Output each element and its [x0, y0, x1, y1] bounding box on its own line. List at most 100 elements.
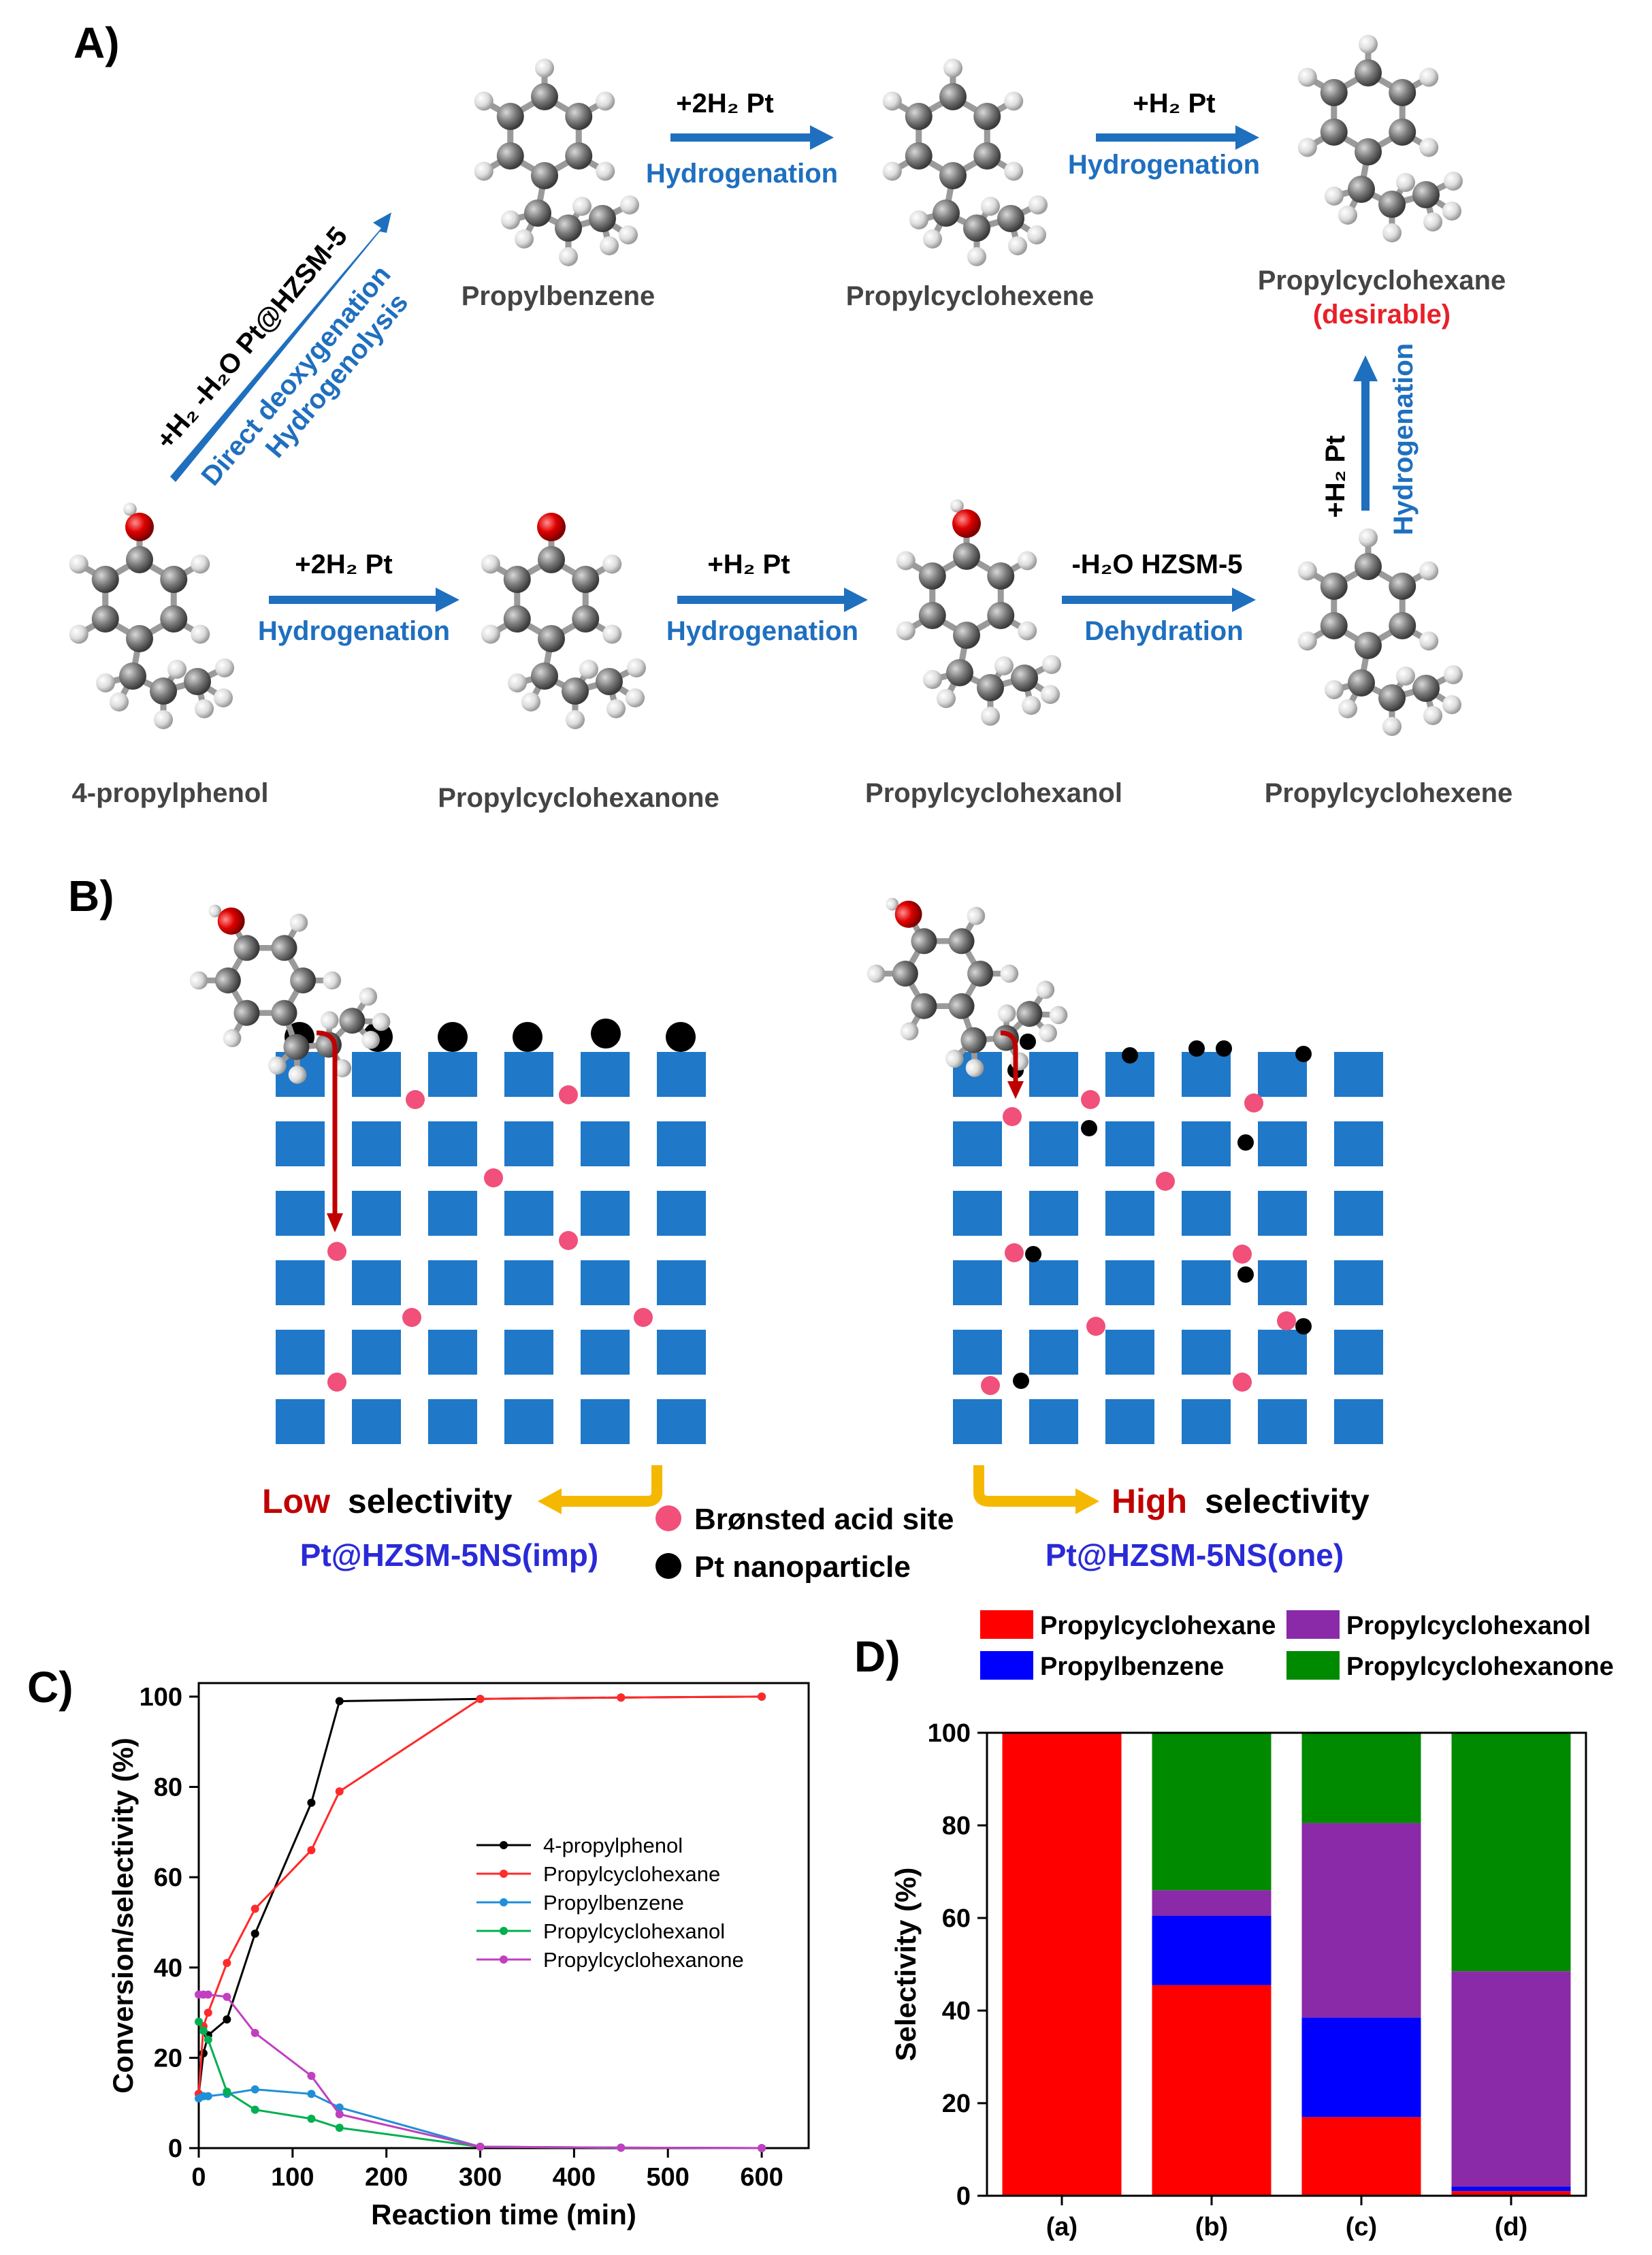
zeolite-block [581, 1121, 630, 1166]
data-point [204, 2092, 212, 2100]
hydrogen-atom [896, 551, 916, 571]
legend-acid-marker [655, 1505, 681, 1531]
hydrogen-atom [1036, 980, 1055, 999]
carbon-atom [911, 928, 937, 955]
hydrogen-atom [1049, 1006, 1068, 1025]
carbon-atom [572, 605, 600, 633]
zeolite-block [657, 1052, 706, 1097]
x-tick-label: 100 [271, 2163, 314, 2192]
series-line [199, 1994, 762, 2149]
zeolite-block [1105, 1121, 1154, 1166]
carbon-atom [1389, 573, 1416, 600]
carbon-atom [1016, 1001, 1043, 1027]
series-line [197, 2021, 762, 2149]
legend-acid: Brønsted acid site [694, 1503, 954, 1536]
x-tick-label: 500 [647, 2163, 690, 2192]
zeolite-block [657, 1399, 706, 1444]
zeolite-block [1029, 1121, 1078, 1166]
legend-entry: Propylbenzene [543, 1891, 684, 1915]
zeolite-block [1258, 1121, 1307, 1166]
zeolite-block [581, 1399, 630, 1444]
hydrogen-atom [189, 971, 208, 990]
carbon-atom [531, 83, 558, 110]
vert-type: Hydrogenation [1389, 343, 1419, 535]
zeolite-block [1258, 1260, 1307, 1305]
selectivity-arrow-right [973, 1465, 1079, 1507]
bar-segment [1451, 1971, 1571, 2187]
data-point [307, 2090, 316, 2098]
pt-nanoparticle [1237, 1134, 1254, 1151]
hydrogen-atom [96, 673, 115, 692]
x-tick-label: 300 [459, 2163, 502, 2192]
hydrogen-atom [606, 699, 626, 718]
pt-nanoparticle [591, 1019, 621, 1049]
hydrogen-atom [882, 161, 902, 181]
hydrogen-atom [1004, 161, 1024, 181]
hydrogen-atom [1018, 621, 1037, 641]
reaction-arrows [170, 125, 1378, 612]
molecule [882, 59, 1048, 266]
series-line [197, 1695, 762, 2094]
zeolite-block [1182, 1399, 1231, 1444]
carbon-atom [1320, 79, 1348, 106]
carbon-atom [948, 993, 975, 1019]
top2-reagent: +H₂ Pt [1133, 89, 1215, 118]
zeolite-block [352, 1191, 401, 1236]
catalyst-right: Pt@HZSM-5NS(one) [1046, 1537, 1344, 1573]
process-arrowhead-left [327, 1213, 343, 1232]
carbon-atom [1355, 632, 1382, 659]
carbon-atom [987, 602, 1015, 629]
carbon-atom [596, 668, 623, 695]
zeolite-block [1029, 1052, 1078, 1097]
data-point [223, 2015, 231, 2024]
acid-site [1005, 1243, 1024, 1262]
molecule [1297, 528, 1463, 736]
zeolite-block [657, 1121, 706, 1166]
panel-d-label: D) [854, 1632, 901, 1681]
pt-nanoparticle [1295, 1318, 1312, 1334]
molecule [896, 499, 1061, 726]
top1-reagent: +2H₂ Pt [676, 89, 773, 118]
hydrogen-atom [596, 161, 615, 181]
zeolite-block [953, 1191, 1002, 1236]
zeolite-block [1182, 1121, 1231, 1166]
data-point [223, 1992, 231, 2001]
hydrogen-atom [110, 692, 129, 711]
top1-type: Hydrogenation [646, 159, 838, 189]
hydrogen-atom [521, 692, 540, 711]
process-arrowheads [327, 1081, 1024, 1232]
hydrogen-atom [1396, 173, 1415, 192]
data-point [307, 2114, 316, 2123]
zeolite-block [1105, 1330, 1154, 1375]
acid-site [981, 1376, 1000, 1395]
hydrogen-atom [359, 987, 378, 1006]
bar-segment [1301, 2017, 1421, 2117]
y-tick-label: 0 [956, 2182, 971, 2211]
hydrogen-atom [867, 964, 886, 983]
carbon-atom [283, 1034, 310, 1060]
acid-site [1277, 1311, 1296, 1330]
carbon-atom [91, 605, 119, 633]
data-point [250, 2085, 259, 2094]
acid-site [327, 1242, 346, 1261]
carbon-atom [973, 142, 1001, 170]
hydrogen-atom [214, 688, 233, 707]
selectivity-arrow-left [558, 1465, 662, 1507]
zeolite-grid-right [953, 1034, 1383, 1444]
hydrogen-atom [223, 1029, 242, 1048]
carbon-atom [1011, 665, 1038, 692]
carbon-atom [160, 605, 188, 633]
zeolite-block [1105, 1399, 1154, 1444]
hydrogen-atom [600, 236, 619, 255]
zeolite-block [428, 1121, 477, 1166]
selectivity-arrowhead-left [538, 1488, 562, 1514]
zeolite-block [1334, 1330, 1383, 1375]
carbon-atom [233, 935, 260, 961]
zeolite-block [581, 1191, 630, 1236]
hydrogen-atom [1297, 67, 1317, 87]
acid-site [634, 1308, 653, 1327]
zeolite-block [953, 1260, 1002, 1305]
molecule [69, 502, 234, 729]
